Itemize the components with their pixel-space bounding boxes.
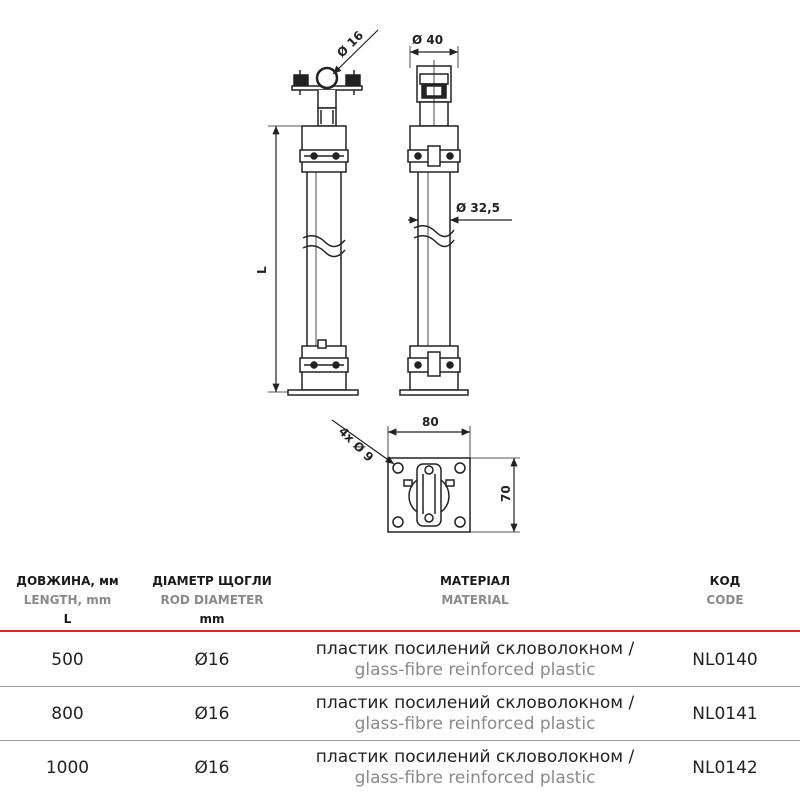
header-length-uk: ДОВЖИНА, мм [16, 574, 119, 588]
base-plate-view [387, 457, 471, 533]
cell-code: NL0141 [692, 703, 758, 724]
table-row: 800 Ø16 пластик посилений скловолокном /… [0, 687, 800, 741]
material-en: glass-fibre reinforced plastic [354, 767, 596, 788]
table-row: 1000 Ø16 пластик посилений скловолокном … [0, 741, 800, 795]
cell-code: NL0140 [692, 649, 758, 670]
cell-code: NL0142 [692, 757, 758, 778]
dim-clamp-label: Ø 16 [334, 28, 366, 60]
dim-length-label: L [255, 266, 269, 274]
header-material-uk: МАТЕРІАЛ [439, 574, 511, 588]
cell-diameter: Ø16 [194, 649, 230, 670]
cell-material: пластик посилений скловолокном / glass-f… [290, 687, 660, 740]
cell-material: пластик посилений скловолокном / glass-f… [290, 633, 660, 686]
header-diameter-en: ROD DIAMETER [160, 593, 264, 607]
technical-drawing: Ø 16 L Ø 40 Ø [255, 28, 520, 533]
side-view [399, 60, 469, 396]
dim-holes-label: 4x Ø 9 [336, 424, 376, 464]
header-divider [0, 630, 800, 632]
dim-head-label: Ø 40 [412, 33, 443, 47]
dim-tube-label: Ø 32,5 [456, 201, 500, 215]
row-divider [0, 740, 800, 741]
header-code: КОД CODE [665, 572, 785, 610]
cell-length: 500 [51, 649, 84, 670]
material-uk: пластик посилений скловолокном / [315, 746, 635, 767]
cell-length: 800 [51, 703, 84, 724]
material-en: glass-fibre reinforced plastic [354, 713, 596, 734]
table-row: 500 Ø16 пластик посилений скловолокном /… [0, 633, 800, 687]
header-length: ДОВЖИНА, мм LENGTH, mm L [0, 572, 135, 629]
cell-diameter: Ø16 [194, 703, 230, 724]
header-length-unit: L [63, 612, 72, 626]
header-code-uk: КОД [709, 574, 741, 588]
cell-length: 1000 [45, 757, 90, 778]
row-divider [0, 686, 800, 687]
header-code-en: CODE [706, 593, 744, 607]
header-diameter-unit: mm [199, 612, 225, 626]
header-material: МАТЕРІАЛ MATERIAL [290, 572, 660, 610]
header-diameter-uk: ДІАМЕТР ЩОГЛИ [152, 574, 272, 588]
dim-base-height-label: 70 [499, 485, 513, 502]
front-view [287, 66, 363, 396]
dim-base-width-label: 80 [422, 415, 439, 429]
header-material-en: MATERIAL [441, 593, 509, 607]
cell-material: пластик посилений скловолокном / glass-f… [290, 741, 660, 794]
header-diameter: ДІАМЕТР ЩОГЛИ ROD DIAMETER mm [142, 572, 282, 629]
header-length-en: LENGTH, mm [23, 593, 112, 607]
material-en: glass-fibre reinforced plastic [354, 659, 596, 680]
material-uk: пластик посилений скловолокном / [315, 638, 635, 659]
material-uk: пластик посилений скловолокном / [315, 692, 635, 713]
cell-diameter: Ø16 [194, 757, 230, 778]
